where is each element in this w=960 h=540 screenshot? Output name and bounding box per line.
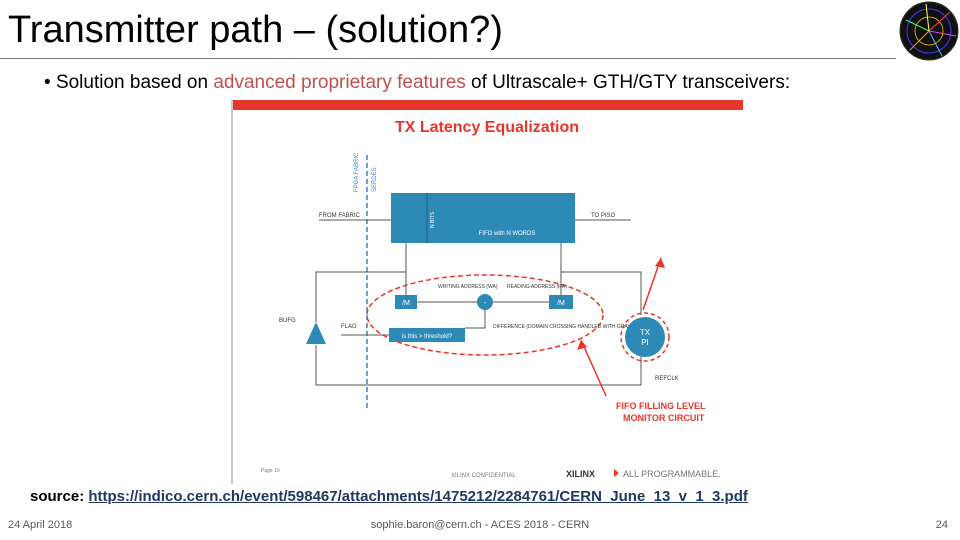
refclk-label: REFCLK [655, 376, 679, 382]
tx-pi-block [625, 317, 665, 357]
brand-tagline: ALL PROGRAMMABLE. [623, 469, 721, 479]
bufg-symbol [306, 322, 326, 344]
xilinx-brand: XILINX [566, 469, 595, 479]
div-m-right-block [549, 295, 573, 309]
threshold-block [389, 328, 465, 342]
footer-author: sophie.baron@cern.ch - ACES 2018 - CERN [370, 519, 590, 531]
monitor-circuit-outline [366, 274, 604, 356]
bullet-marker: • [44, 72, 51, 93]
bullet-highlight: advanced proprietary features [213, 72, 466, 93]
div-m-left-block [395, 295, 417, 309]
from-fabric-label: FROM FABRIC [319, 213, 361, 219]
tx-pi-label-2: PI [641, 338, 649, 347]
threshold-label: is this > threshold? [402, 334, 453, 340]
minus-label: - [484, 298, 487, 307]
source-line: source: https://indico.cern.ch/event/598… [30, 487, 748, 507]
read-clock-wire [560, 243, 642, 315]
tx-pi-arrowhead [655, 258, 665, 268]
tx-pi-arrow [642, 257, 662, 311]
to-piso-label: TO PISO [591, 213, 616, 219]
title-divider [0, 58, 896, 59]
tx-pi-outline [620, 312, 670, 362]
reading-address-label: READING ADDRESS (RA) [507, 284, 567, 290]
bullet-suffix: of Ultrascale+ GTH/GTY transceivers: [465, 72, 791, 93]
tx-pi-label-1: TX [640, 328, 651, 337]
write-clock-wire [315, 243, 407, 322]
tx-latency-figure: TX Latency Equalization FPGA FABRIC SERD… [231, 100, 743, 484]
subtractor-node [477, 294, 493, 310]
confidential-label: XILINX CONFIDENTIAL [451, 473, 516, 479]
source-label: source: [30, 488, 89, 505]
div-m-right-label: /M [557, 300, 565, 307]
div-m-left-label: /M [402, 300, 410, 307]
flag-label: FLAG [341, 324, 357, 330]
footer-page-number: 24 [935, 519, 948, 531]
bufg-label: BUFG [279, 318, 296, 324]
monitor-arrow-1 [580, 339, 607, 397]
serdes-label: SERDES [372, 167, 378, 192]
fifo-block [391, 193, 575, 243]
source-link[interactable]: https://indico.cern.ch/event/598467/atta… [88, 488, 748, 505]
n-bits-label: N BITS [430, 211, 436, 228]
writing-address-label: WRITING ADDRESS (WA) [438, 284, 498, 290]
slide-title: Transmitter path – (solution?) [8, 9, 503, 51]
monitor-arrowhead-1 [577, 340, 587, 350]
figure-page-label: Page 10 [261, 468, 280, 474]
brand-chevron-icon [614, 469, 619, 477]
bullet-prefix: Solution based on [55, 72, 214, 93]
refclk-wire [315, 345, 642, 386]
monitor-label-1: FIFO FILLING LEVEL [616, 401, 706, 411]
difference-label: DIFFERENCE (DOMAIN CROSSING HANDLED WITH… [493, 324, 654, 330]
event-display-logo [899, 1, 959, 61]
fifo-label: FIFO with N WORDS [479, 231, 536, 237]
figure-left-border [231, 100, 233, 484]
fpga-fabric-label: FPGA FABRIC [354, 152, 360, 192]
diff-wire [465, 310, 486, 329]
figure-title: TX Latency Equalization [395, 119, 579, 136]
monitor-label-2: MONITOR CIRCUIT [623, 413, 705, 423]
footer-date: 24 April 2018 [8, 519, 73, 531]
bullet-text: • Solution based on advanced proprietary… [44, 70, 790, 96]
figure-top-bar [231, 100, 743, 110]
